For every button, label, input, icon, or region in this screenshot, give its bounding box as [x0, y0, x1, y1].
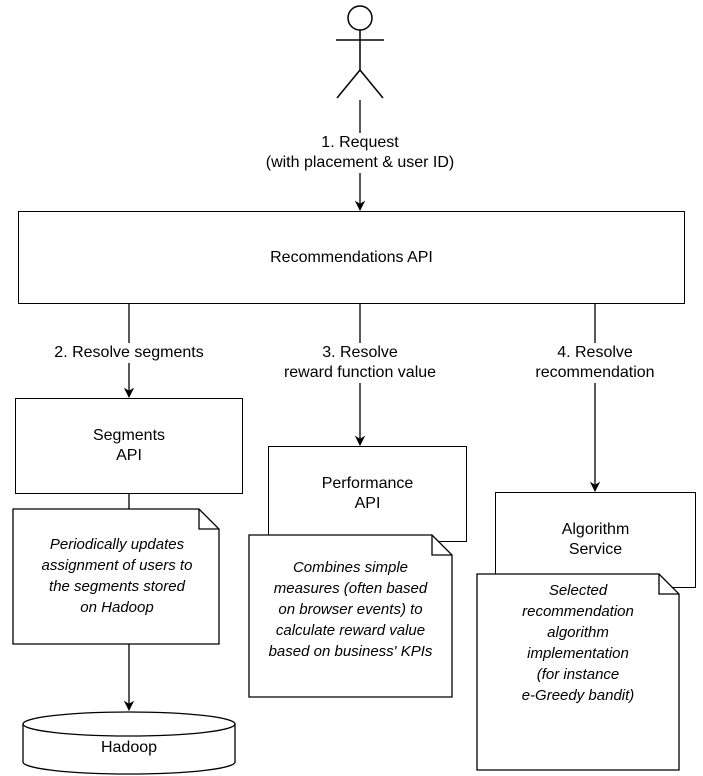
- note-segments-text: Periodically updates assignment of users…: [41, 536, 193, 616]
- algorithm-service-box: Algorithm Service: [495, 492, 696, 588]
- note-performance-shape: [248, 534, 453, 698]
- performance-api-label: Performance API: [321, 475, 414, 512]
- note-algorithm-text: Selected recommendation algorithm implem…: [521, 582, 635, 704]
- hadoop-database-icon: [22, 711, 236, 775]
- edge-label-resolve-reward: 3. Resolve reward function value: [265, 343, 455, 383]
- edge-label-resolve-recommendation: 4. Resolve recommendation: [505, 343, 685, 383]
- edge-label-resolve-segments: 2. Resolve segments: [14, 343, 244, 363]
- performance-api-box: Performance API: [268, 446, 467, 542]
- hadoop-label: Hadoop: [100, 739, 158, 756]
- note-algorithm-shape: [476, 573, 680, 771]
- note-segments-shape: [12, 508, 220, 645]
- edge-label-request: 1. Request (with placement & user ID): [240, 133, 480, 173]
- segments-api-label: Segments API: [92, 427, 166, 464]
- recommendations-api-label: Recommendations API: [270, 248, 433, 266]
- algorithm-service-label: Algorithm Service: [561, 521, 630, 558]
- recommendations-api-box: Recommendations API: [18, 211, 685, 304]
- stick-figure-user-icon: [336, 5, 384, 99]
- note-performance-text: Combines simple measures (often based on…: [268, 559, 433, 660]
- segments-api-box: Segments API: [15, 398, 243, 494]
